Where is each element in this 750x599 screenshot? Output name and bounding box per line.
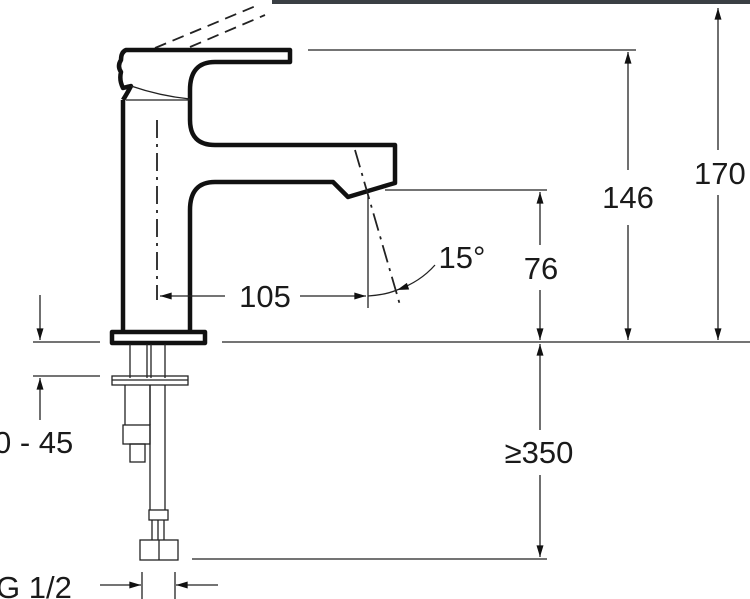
label-spout-angle: 15° bbox=[439, 240, 486, 275]
dim-spout-angle: 15° bbox=[367, 240, 486, 297]
dim-lever-height: 146 bbox=[602, 52, 654, 341]
dim-spout-reach: 105 bbox=[160, 279, 367, 314]
dim-total-height: 170 bbox=[694, 8, 746, 341]
label-total-height: 170 bbox=[694, 156, 746, 191]
dim-pipe-length: ≥350 bbox=[505, 343, 574, 557]
label-spout-reach: 105 bbox=[239, 279, 291, 314]
dim-spout-height: 76 bbox=[524, 192, 558, 341]
label-lever-height: 146 bbox=[602, 180, 654, 215]
lever-raised-outline bbox=[154, 4, 266, 49]
label-spout-height: 76 bbox=[524, 251, 558, 286]
extension-lines bbox=[33, 49, 750, 560]
label-pipe-length: ≥350 bbox=[505, 435, 574, 470]
label-deck-thickness: 0 - 45 bbox=[0, 425, 73, 460]
faucet-body bbox=[109, 47, 398, 346]
top-bar bbox=[272, 0, 750, 4]
dim-deck-thickness: 0 - 45 bbox=[0, 295, 73, 460]
mounting-hardware bbox=[111, 344, 189, 561]
dim-connection: G 1/2 bbox=[0, 570, 218, 599]
spout-axis bbox=[354, 149, 401, 306]
label-connection: G 1/2 bbox=[0, 570, 72, 599]
